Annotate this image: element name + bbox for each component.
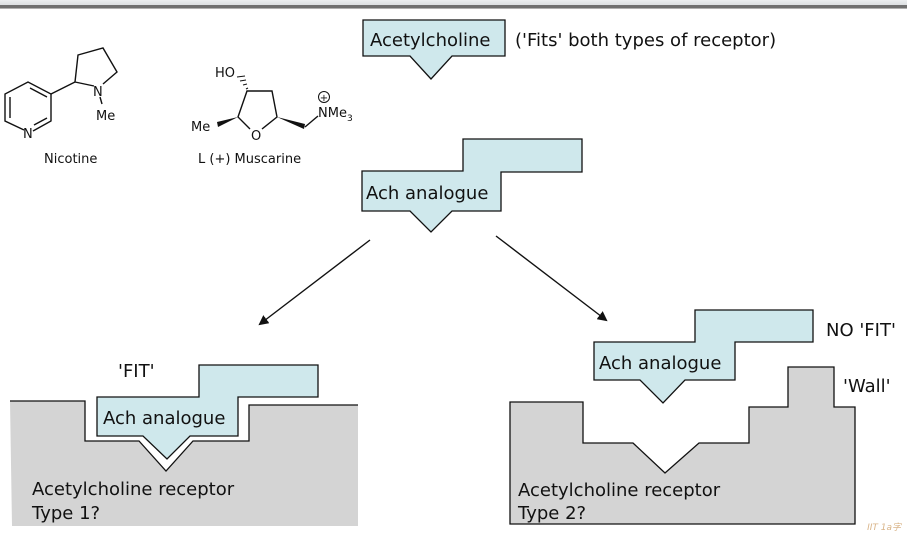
window-top-border [0, 5, 907, 9]
muscarine-label: L (+) Muscarine [198, 152, 301, 167]
thf-ring [237, 90, 278, 130]
receptor-type2-line1: Acetylcholine receptor [518, 480, 721, 501]
center-analogue-shape [361, 138, 583, 233]
wedge-bond-methyl [217, 117, 238, 127]
nicotine-n: N [93, 85, 103, 100]
muscarine-methyl: Me [191, 120, 210, 135]
pyridine-double-bond [29, 87, 48, 98]
receptor-type1-outline [10, 400, 358, 472]
sidechain-bond [304, 115, 319, 128]
arrow-to-type1 [258, 239, 371, 326]
positive-charge-icon [318, 91, 330, 103]
muscarine-structure [237, 90, 319, 130]
window-top-bar [0, 0, 907, 5]
nicotine-ring-n: N [23, 127, 33, 142]
positive-charge: + [320, 93, 328, 104]
type2-analogue-shape [593, 309, 814, 404]
receptor-type2-line2: Type 2? [517, 503, 586, 524]
acetylcholine-shape [362, 19, 506, 80]
receptor-type1-line1: Acetylcholine receptor [32, 479, 235, 500]
muscarine-ammonium: NMe3 [318, 106, 353, 124]
type1-analogue-label: Ach analogue [103, 408, 225, 429]
no-fit-label: NO 'FIT' [826, 320, 896, 341]
receptor-type2-shape [509, 366, 856, 525]
fit-label: 'FIT' [118, 361, 155, 382]
acetylcholine-note: ('Fits' both types of receptor) [515, 30, 776, 51]
wall-label: 'Wall' [843, 376, 891, 397]
type2-analogue-label: Ach analogue [599, 353, 721, 374]
center-analogue-label: Ach analogue [366, 183, 488, 204]
type1-analogue-shape [96, 364, 319, 460]
wedge-bond-sidechain [277, 117, 305, 129]
receptor-type1-shape [10, 401, 358, 526]
acetylcholine-label: Acetylcholine [370, 30, 490, 51]
watermark: IIT 1a字 [867, 523, 901, 533]
receptor-type1-line2: Type 1? [31, 503, 100, 524]
hashed-bond-oh [236, 75, 249, 90]
nicotine-methyl: Me [96, 109, 115, 124]
nicotine-structure [4, 47, 118, 132]
arrow-to-type2 [495, 235, 608, 322]
muscarine-hydroxyl: HO [215, 66, 235, 81]
nicotine-label: Nicotine [44, 152, 97, 167]
ring-link-bond [50, 81, 76, 95]
pyridine-ring [4, 81, 52, 132]
pyridine-double-bond [33, 117, 48, 126]
pyrrolidine-ring [74, 47, 118, 87]
n-methyl-bond [99, 96, 103, 105]
muscarine-oxygen: O [251, 129, 261, 144]
